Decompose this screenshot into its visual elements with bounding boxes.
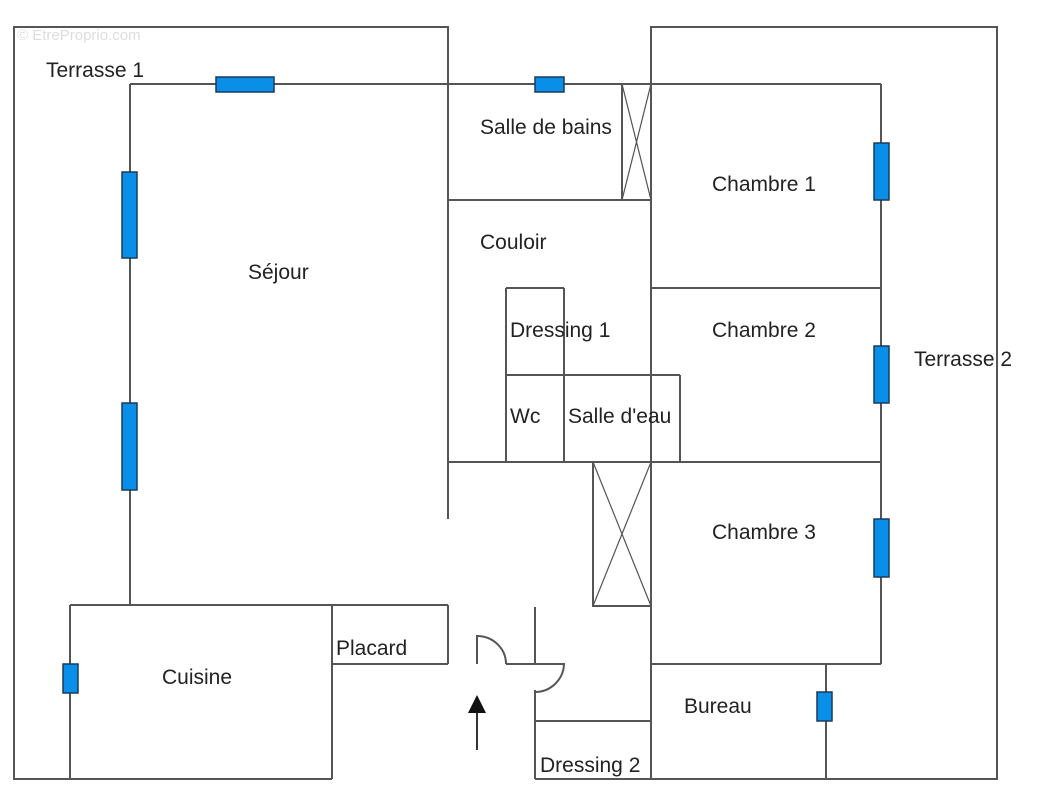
window xyxy=(873,518,890,578)
label-cuisine: Cuisine xyxy=(162,666,232,689)
label-chambre-1: Chambre 1 xyxy=(712,173,816,196)
label-chambre-2: Chambre 2 xyxy=(712,319,816,342)
label-placard: Placard xyxy=(336,637,407,660)
label-terrasse-1: Terrasse 1 xyxy=(46,59,144,82)
label-terrasse-2: Terrasse 2 xyxy=(914,348,1012,371)
label-dressing-2: Dressing 2 xyxy=(540,754,640,777)
label-chambre-3: Chambre 3 xyxy=(712,521,816,544)
window xyxy=(534,76,565,93)
watermark: © EtreProprio.com xyxy=(17,27,141,44)
label-salle-deau: Salle d'eau xyxy=(568,405,671,428)
entrance-doors xyxy=(476,634,566,693)
window xyxy=(121,171,138,259)
window xyxy=(816,691,833,722)
window xyxy=(215,76,275,93)
room-labels: Terrasse 1 Terrasse 2 Salle de bains Cha… xyxy=(46,59,1012,777)
window xyxy=(62,663,79,694)
entrance-arrow-icon xyxy=(468,695,486,750)
label-wc: Wc xyxy=(510,405,540,428)
window xyxy=(873,142,890,201)
label-dressing-1: Dressing 1 xyxy=(510,319,610,342)
window xyxy=(121,402,138,491)
window xyxy=(873,345,890,404)
label-couloir: Couloir xyxy=(480,231,547,254)
interior-walls xyxy=(332,83,881,779)
label-sejour: Séjour xyxy=(248,261,309,284)
windows xyxy=(62,76,890,722)
label-salle-de-bains: Salle de bains xyxy=(480,116,612,139)
label-bureau: Bureau xyxy=(684,695,752,718)
shaft-crosses xyxy=(592,83,652,607)
terrace-outline xyxy=(13,26,998,780)
